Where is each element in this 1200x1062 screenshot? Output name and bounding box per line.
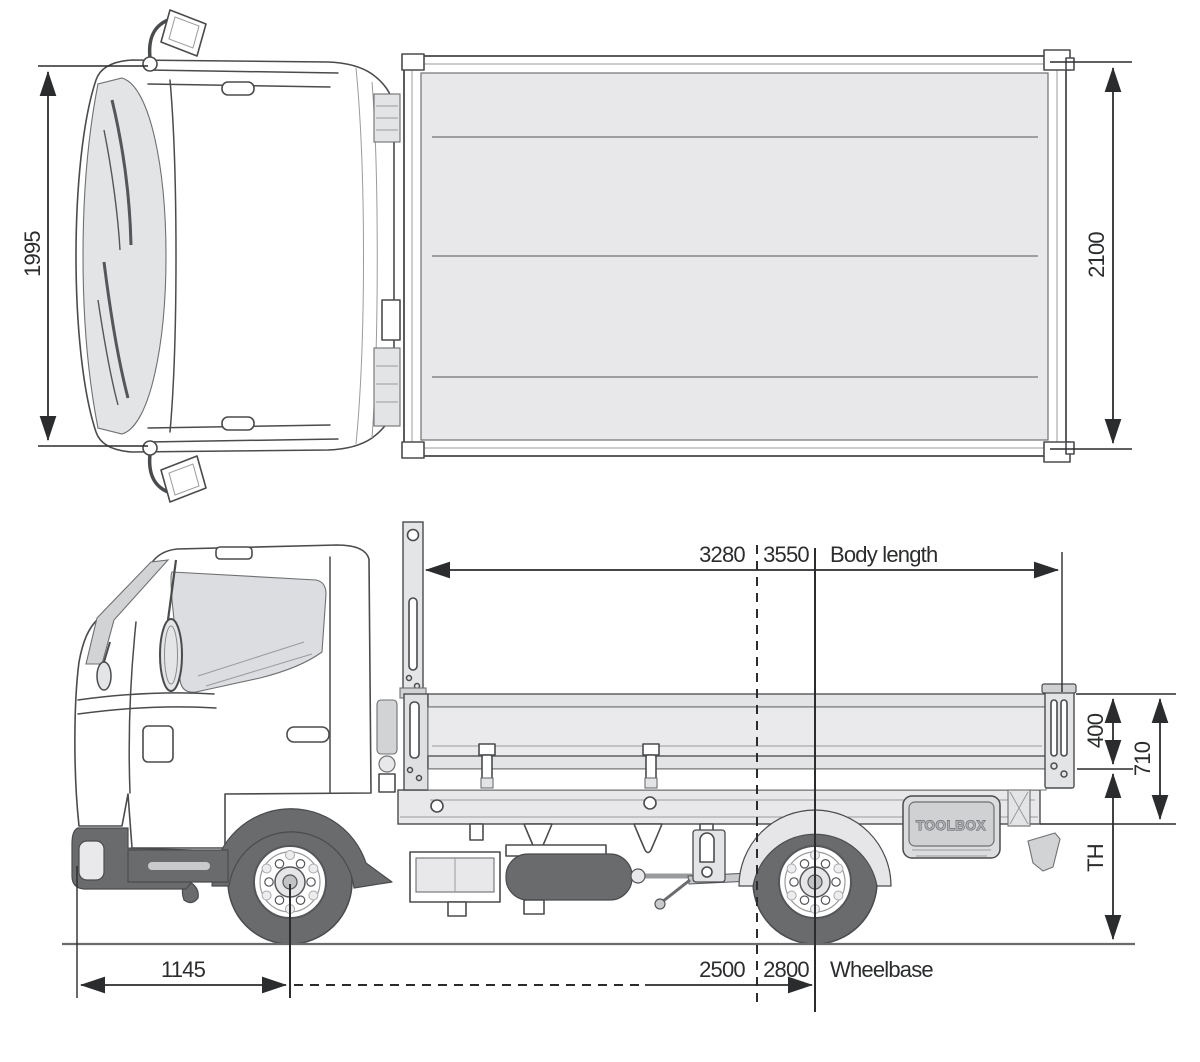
board-latch-2 [642,743,660,789]
dim-label-tray-height: TH [1083,844,1108,872]
cab-plan [75,9,401,503]
side-mirror [159,559,183,692]
board-latch-1 [478,743,496,789]
dim-front-overhang: 1145 [76,866,291,998]
dim-body-length: 3280 3550 Body length [424,542,1063,692]
chassis-detail-bottom [373,347,401,427]
fog-lamp [78,840,105,881]
door-handle-bottom [221,416,255,431]
roof-rear-line-1 [355,67,364,445]
side-view: TOOLBOX [62,521,1135,946]
dim-wheelbase: 2500 2800 Wheelbase [294,957,934,994]
chassis-detail-mid [381,299,401,341]
headlight [142,725,174,763]
top-view [75,9,1075,503]
side-rail-top [427,693,1047,708]
toolbox-label: TOOLBOX [916,818,986,833]
hood-lines [77,692,217,715]
side-rail-bottom [427,755,1047,770]
dim-board-height: 400 [1076,693,1176,770]
hinge-strip [427,768,1047,791]
rear-fender [738,809,892,887]
wiper-arm-right [97,299,119,406]
dim-body-width: 2100 [1050,61,1132,450]
door-seam-front [128,621,137,794]
frame-brackets [430,789,1031,854]
mud-flap [1027,832,1061,872]
windshield-plan [82,77,167,435]
roof-marker-lamp [215,546,253,560]
dim-label-wheelbase-a: 2500 [699,957,745,982]
wiper-blade-left [110,99,133,246]
dim-label-body-length-a: 3280 [699,542,745,567]
spare-wheel [505,853,633,901]
door-handle-side [286,726,330,743]
tipper-gear [376,699,398,793]
wiper-arm-left [103,129,121,251]
wiper-blade-right [102,261,130,399]
dim-label-wheelbase: Wheelbase [830,957,933,982]
front-fender [211,808,393,889]
side-panel [427,706,1047,757]
dim-label-cab-width: 1995 [20,231,45,277]
dim-label-front-overhang: 1145 [161,957,206,982]
dim-board-to-frame: 710 [1040,697,1176,825]
dim-tray-height: TH [1083,772,1122,941]
dim-label-body-length-b: 3550 [763,542,809,567]
a-pillar [85,559,170,665]
bed-plan [401,49,1075,463]
headboard-post [399,521,427,699]
dim-label-wheelbase-b: 2800 [763,957,809,982]
underbody: TOOLBOX [181,795,1061,917]
mirror-plan-bottom [142,440,207,503]
dim-label-board-to-frame: 710 [1130,741,1155,776]
toolbox: TOOLBOX [902,795,1001,859]
bed-tab-top [1065,57,1075,71]
dim-label-board-height: 400 [1083,713,1108,748]
cowl-line [169,79,177,433]
aux-mirror [96,641,112,691]
bed-tab-bottom [1065,441,1075,455]
bed-corner-rl [401,441,425,459]
front-bumper [71,827,229,890]
dropside-body [403,683,1077,791]
mirror-plan-top [142,9,207,72]
dimension-annotations: 1995 2100 3280 3550 Body length 400 [20,61,1176,1012]
dim-label-body-length: Body length [830,542,937,567]
dim-label-body-width: 2100 [1084,232,1109,278]
bed-corner-fl [401,53,425,71]
cab-side [74,544,372,849]
tailboard [1041,683,1077,789]
door-handle-top [221,81,255,96]
dim-cab-width: 1995 [20,65,148,447]
step-slot [148,862,210,870]
